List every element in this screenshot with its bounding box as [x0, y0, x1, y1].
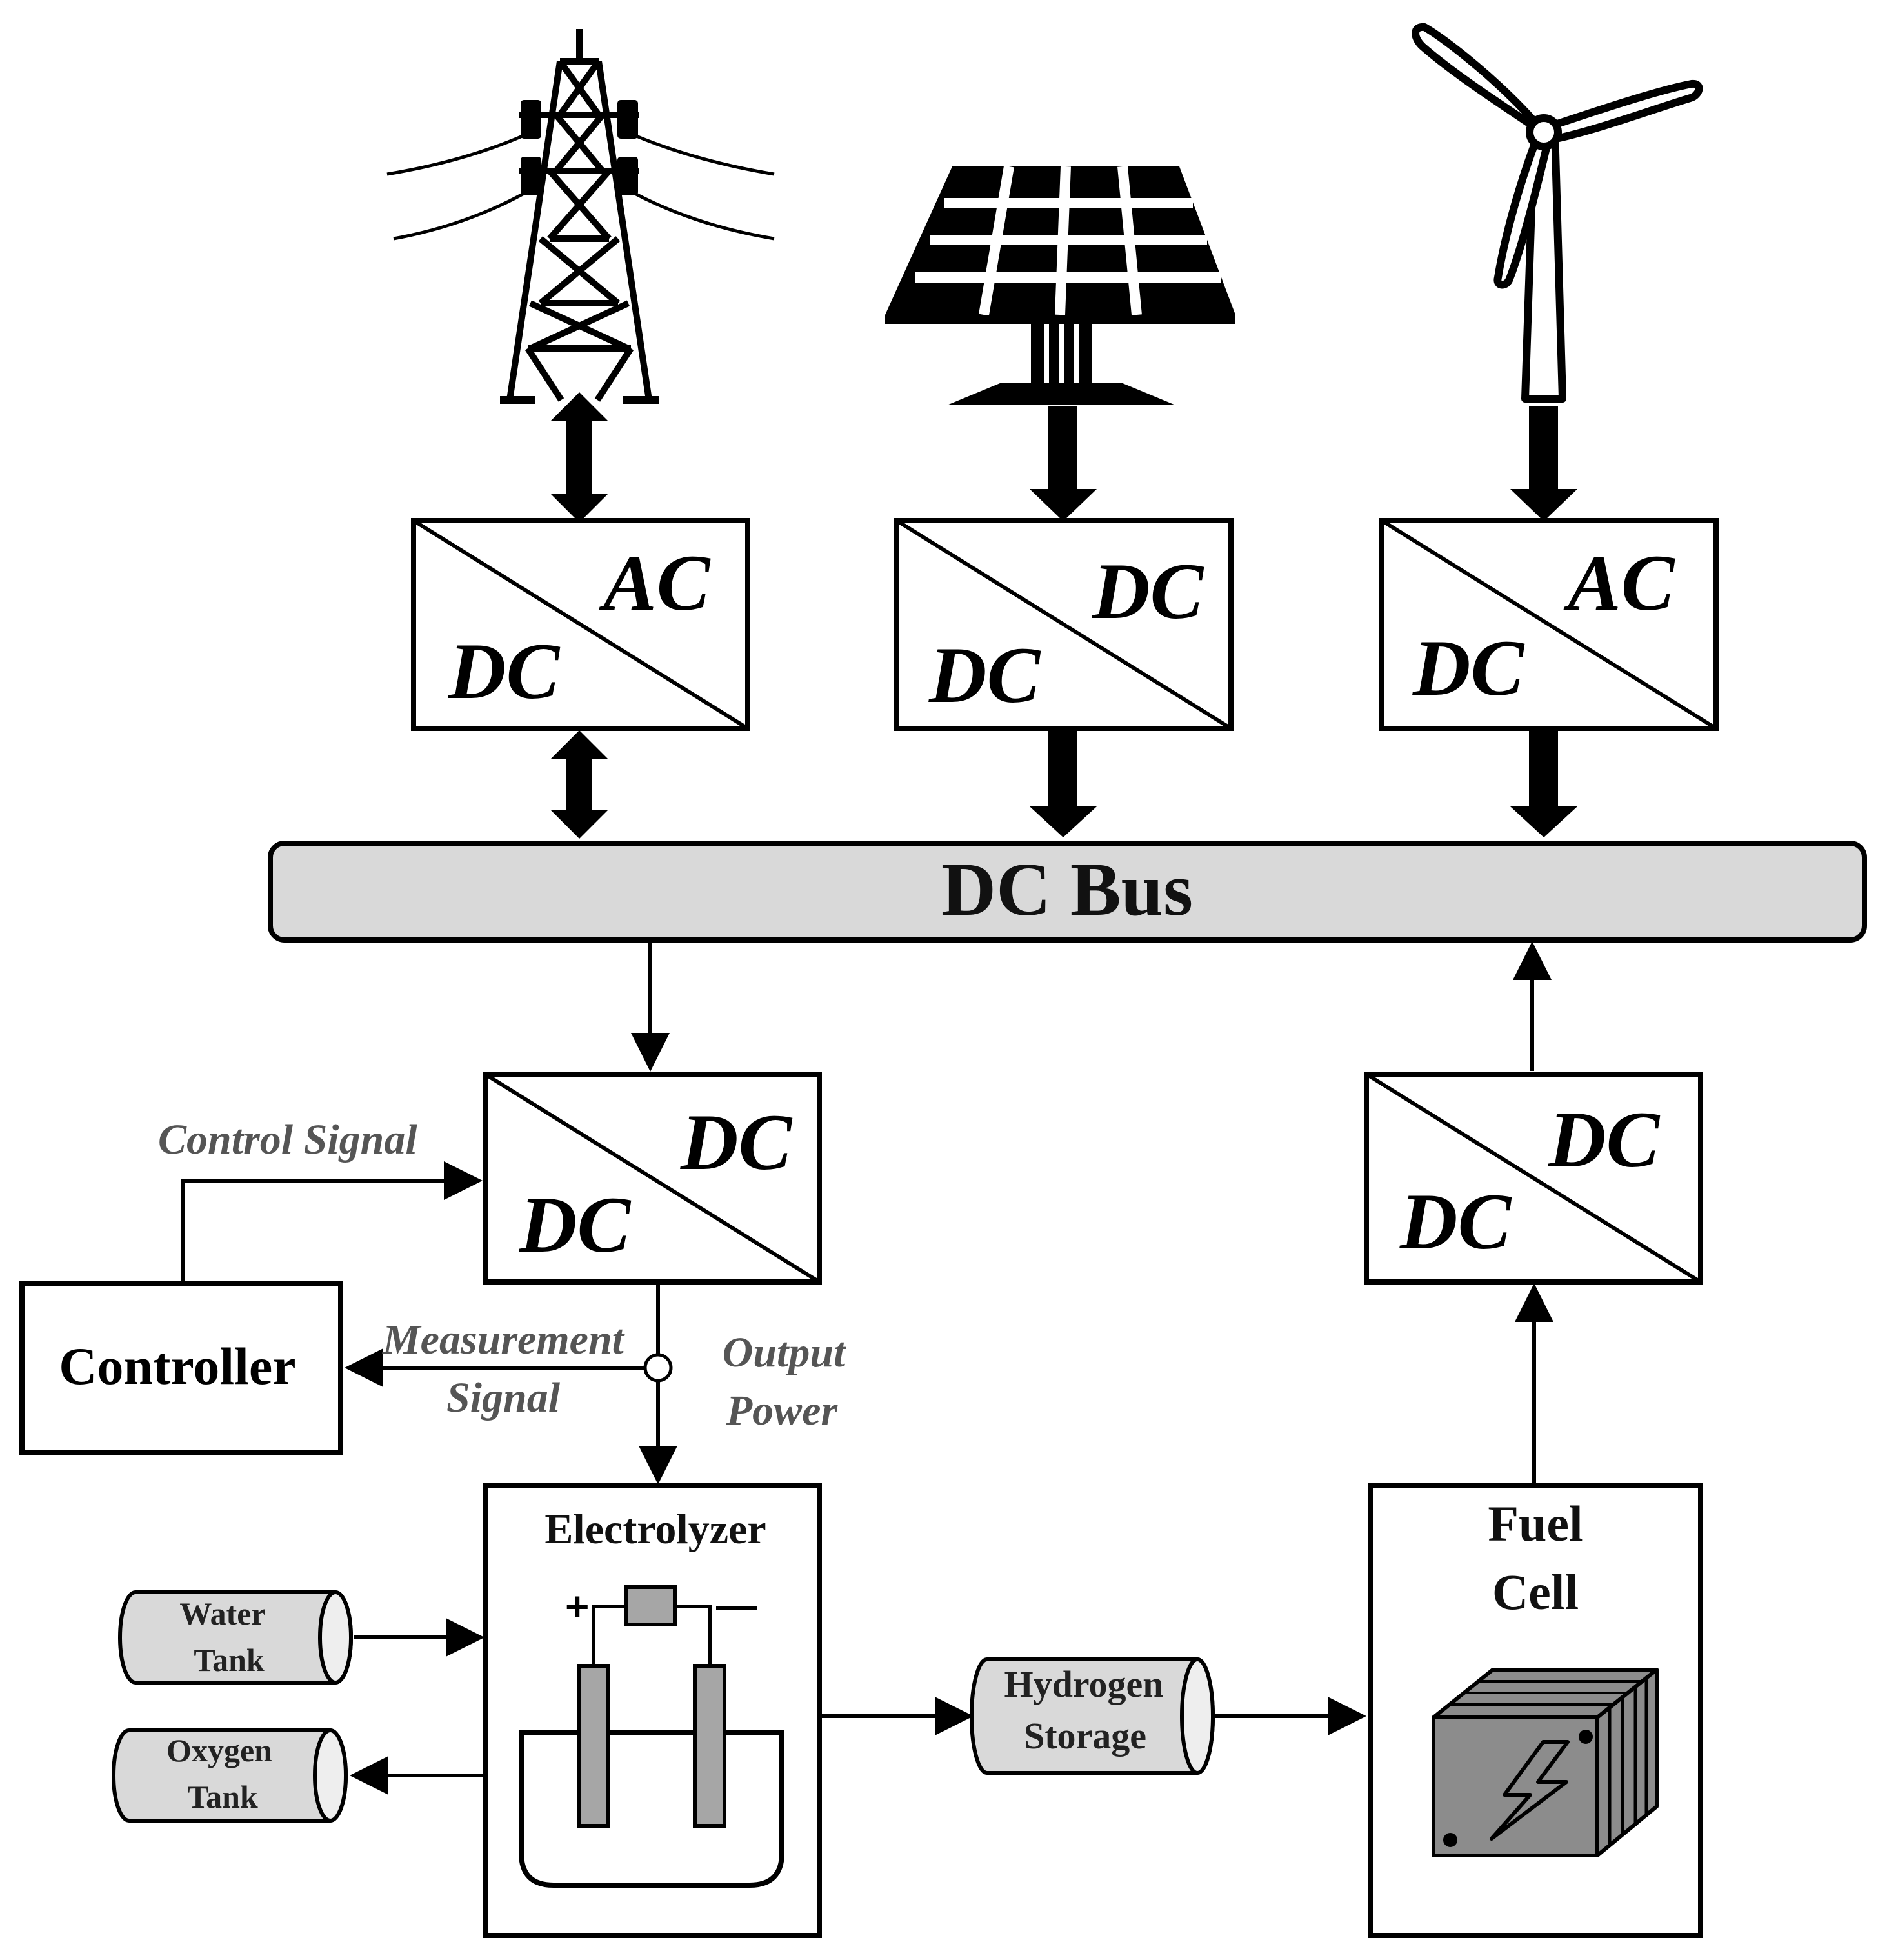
fuel-cell-box: Fuel Cell [1368, 1483, 1703, 1938]
transmission-tower-icon [386, 29, 775, 404]
water-tank-label-line2: Tank [194, 1642, 265, 1678]
electrolyzer-cathode [693, 1664, 726, 1828]
grid-converter-output-label: DC [448, 627, 561, 715]
grid-converter-box: AC DC [411, 518, 750, 731]
solar-panel-icon [885, 165, 1235, 405]
fuel-cell-converter-bottom-label: DC [1399, 1177, 1512, 1266]
electrolyzer-title: Electrolyzer [544, 1506, 766, 1553]
wind-converter-box: AC DC [1379, 518, 1719, 731]
dc-bus-label: DC Bus [941, 847, 1193, 932]
electrolyzer-minus-sign: — [716, 1582, 757, 1628]
hydrogen-storage: Hydrogen Storage [970, 1657, 1215, 1775]
wind-converter-input-label: AC [1563, 539, 1675, 627]
electrolyzer-box: Electrolyzer + — [483, 1483, 822, 1938]
controller-box: Controller [19, 1281, 343, 1455]
electrolyzer-plus-sign: + [565, 1583, 589, 1630]
controller-label: Controller [59, 1337, 295, 1395]
water-tank: Water Tank [118, 1590, 353, 1685]
solar-converter-box: DC DC [894, 518, 1234, 731]
oxygen-tank-label-line2: Tank [187, 1779, 258, 1815]
fuel-cell-converter-box: DC DC [1364, 1072, 1703, 1285]
wind-converter-output-label: DC [1412, 624, 1525, 712]
water-tank-label-line1: Water [179, 1595, 265, 1632]
measurement-signal-label-line1: Measurement [382, 1316, 625, 1363]
electrolyzer-converter-box: DC DC [483, 1072, 822, 1285]
measurement-point [643, 1353, 673, 1383]
electrolyzer-converter-bottom-label: DC [519, 1181, 632, 1269]
grid-converter-input-label: AC [599, 539, 711, 627]
dc-bus: DC Bus [268, 841, 1867, 943]
fuel-cell-stack-icon [1432, 1668, 1659, 1857]
control-signal-line [181, 1161, 483, 1284]
control-signal-label: Control Signal [158, 1116, 417, 1163]
solar-converter-input-label: DC [1092, 547, 1204, 635]
grid-bidirectional-arrow-bottom [551, 730, 608, 839]
electrolyzer-power-source [624, 1585, 677, 1626]
measurement-signal-label-line2: Signal [446, 1374, 561, 1421]
solar-converter-output-label: DC [928, 631, 1041, 719]
solar-arrow-bottom [1030, 730, 1097, 837]
fuel-cell-title-line2: Cell [1492, 1564, 1579, 1620]
fuel-cell-converter-top-label: DC [1548, 1095, 1661, 1184]
hydrogen-storage-label-line1: Hydrogen [1004, 1663, 1163, 1705]
wind-arrow-bottom [1510, 730, 1577, 837]
hydrogen-storage-label-line2: Storage [1024, 1715, 1146, 1757]
grid-bidirectional-arrow-top [551, 392, 608, 523]
oxygen-tank-label-line1: Oxygen [166, 1732, 272, 1768]
wind-arrow-top [1510, 406, 1577, 521]
solar-arrow-top [1030, 406, 1097, 521]
output-power-label-line1: Output [723, 1329, 846, 1376]
electrolyzer-anode [577, 1664, 610, 1828]
fuel-cell-title-line1: Fuel [1488, 1495, 1583, 1552]
wind-turbine-icon [1412, 23, 1703, 403]
oxygen-tank: Oxygen Tank [112, 1728, 348, 1823]
electrolyzer-converter-top-label: DC [680, 1098, 793, 1186]
output-power-label-line2: Power [726, 1387, 839, 1434]
electrolyzer-bath [519, 1730, 784, 1888]
